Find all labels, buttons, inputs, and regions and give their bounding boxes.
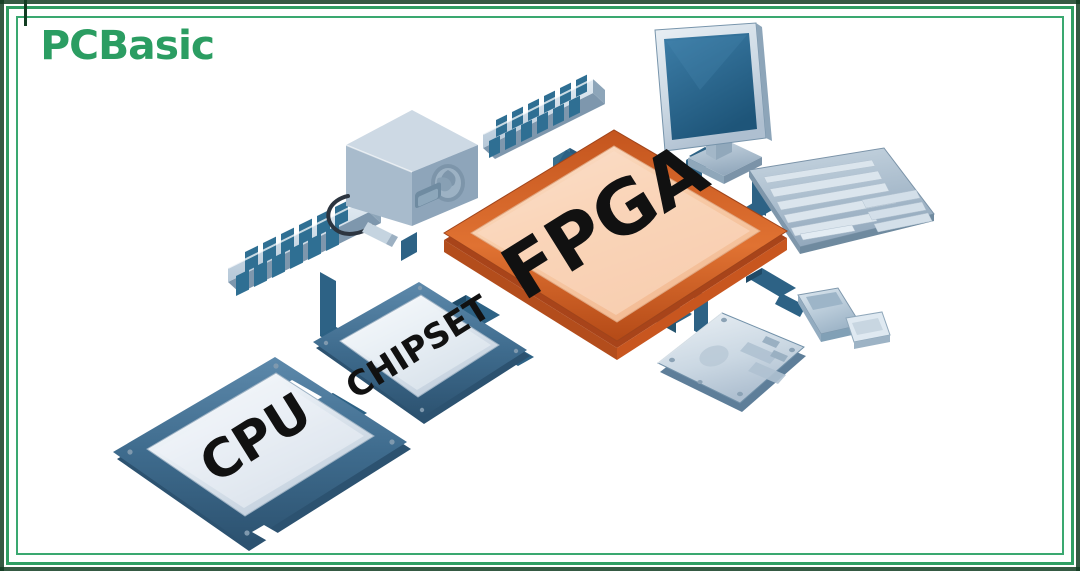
frame-corner-accent-bottom [0,567,1080,571]
psu-cable [326,194,374,236]
fpga-chip: FPGA [443,126,788,360]
ram-module-2 [482,74,605,159]
usb-connector [775,287,891,349]
frame-corner-accent-tl [24,0,27,26]
frame-corner-accent-left [0,0,4,571]
bus-chipset-ram1 [320,272,336,345]
brand-logo-text: PCBasic [40,23,215,69]
border-frame-inner [16,16,1064,555]
bus-fpga-usb [746,268,796,297]
monitor [654,22,772,184]
bus-psu-link [401,232,417,261]
ram-module-1 [227,197,381,296]
keyboard [748,147,935,254]
brand-logo: PCBasic [40,23,215,69]
border-frame-outer [6,6,1074,565]
power-supply-unit [326,110,478,247]
cpu-chip: CPU [113,357,411,551]
frame-corner-accent-right [1076,0,1080,571]
frame-corner-accent-top [0,0,1080,4]
hard-drive [657,312,806,412]
